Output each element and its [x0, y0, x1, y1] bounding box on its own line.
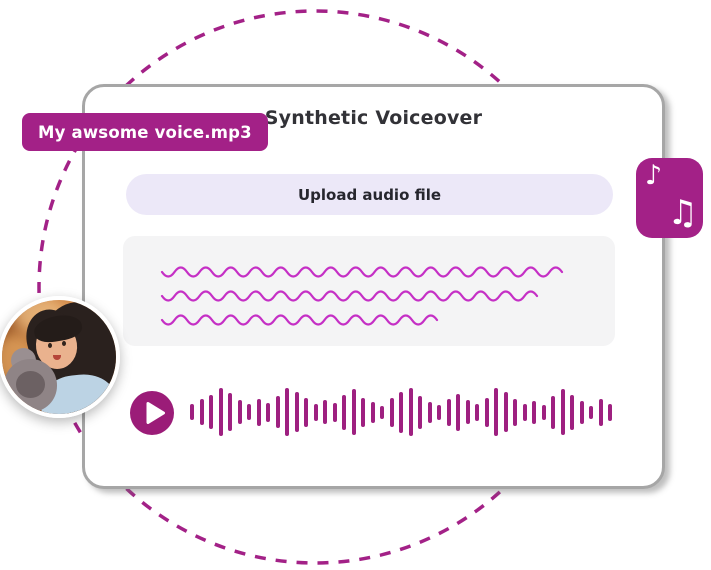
squiggle-line [160, 266, 564, 278]
waveform-bar [304, 397, 308, 427]
music-note-icon: ♪ [645, 160, 663, 191]
waveform-bar [285, 388, 289, 436]
waveform-bar [427, 401, 432, 423]
audio-waveform [190, 383, 620, 441]
waveform-bar [247, 404, 251, 420]
waveform-bar [275, 396, 280, 428]
music-notes-tile: ♪ ♫ [636, 158, 703, 238]
waveform-bar [389, 397, 394, 427]
waveform-bar [294, 392, 299, 432]
waveform-bar [579, 400, 584, 424]
waveform-bar [361, 397, 365, 427]
waveform-bar [494, 388, 498, 436]
voiceover-card: Synthetic Voiceover Upload audio file [82, 84, 665, 489]
avatar [0, 296, 120, 418]
waveform-bar [370, 401, 375, 423]
upload-audio-button[interactable]: Upload audio file [126, 174, 613, 215]
play-button[interactable] [130, 391, 174, 435]
waveform-bar [532, 400, 536, 424]
waveform-bar [351, 389, 356, 435]
upload-audio-button-label: Upload audio file [297, 185, 442, 204]
avatar-eye [47, 343, 52, 349]
audio-file-chip[interactable]: My awsome voice.mp3 [22, 113, 268, 151]
waveform-bar [446, 398, 451, 426]
waveform-bar [266, 402, 270, 422]
waveform-bar [399, 391, 403, 433]
waveform-bar [256, 398, 261, 426]
waveform-bar [570, 394, 574, 430]
page-title: Synthetic Voiceover [264, 107, 483, 129]
waveform-bar [541, 404, 546, 420]
waveform-bar [342, 394, 346, 430]
waveform-bar [237, 400, 242, 424]
beamed-music-note-icon: ♫ [667, 193, 698, 233]
waveform-bar [484, 397, 489, 427]
waveform-bar [323, 400, 327, 424]
waveform-bar [437, 404, 441, 420]
waveform-bar [456, 393, 460, 431]
waveform-bar [190, 404, 194, 420]
waveform-bar [465, 400, 470, 424]
avatar-mouth [53, 354, 62, 360]
waveform-bar [475, 403, 479, 421]
waveform-bar [560, 389, 565, 435]
waveform-bar [313, 403, 318, 421]
waveform-bar [228, 393, 232, 431]
audio-file-chip-label: My awsome voice.mp3 [38, 122, 252, 142]
avatar-plush-toy [15, 370, 46, 399]
squiggle-line [160, 290, 539, 302]
avatar-eye [62, 341, 67, 347]
waveform-bar [209, 395, 213, 429]
squiggle-lines [160, 266, 564, 326]
waveform-bar [551, 395, 555, 429]
waveform-bar [332, 402, 337, 422]
waveform-bar [408, 388, 413, 436]
waveform-bar [199, 399, 204, 425]
squiggle-line [160, 314, 439, 326]
waveform-bar [503, 392, 508, 432]
waveform-bar [380, 405, 384, 419]
waveform-bar [522, 403, 527, 421]
transcript-waves-panel [123, 236, 615, 346]
play-icon [146, 402, 165, 424]
waveform-bar [513, 398, 517, 426]
waveform-bar [218, 388, 223, 436]
waveform-bar [608, 403, 612, 421]
waveform-bar [418, 395, 422, 429]
waveform-bar [598, 398, 603, 426]
waveform-bar [589, 405, 593, 419]
